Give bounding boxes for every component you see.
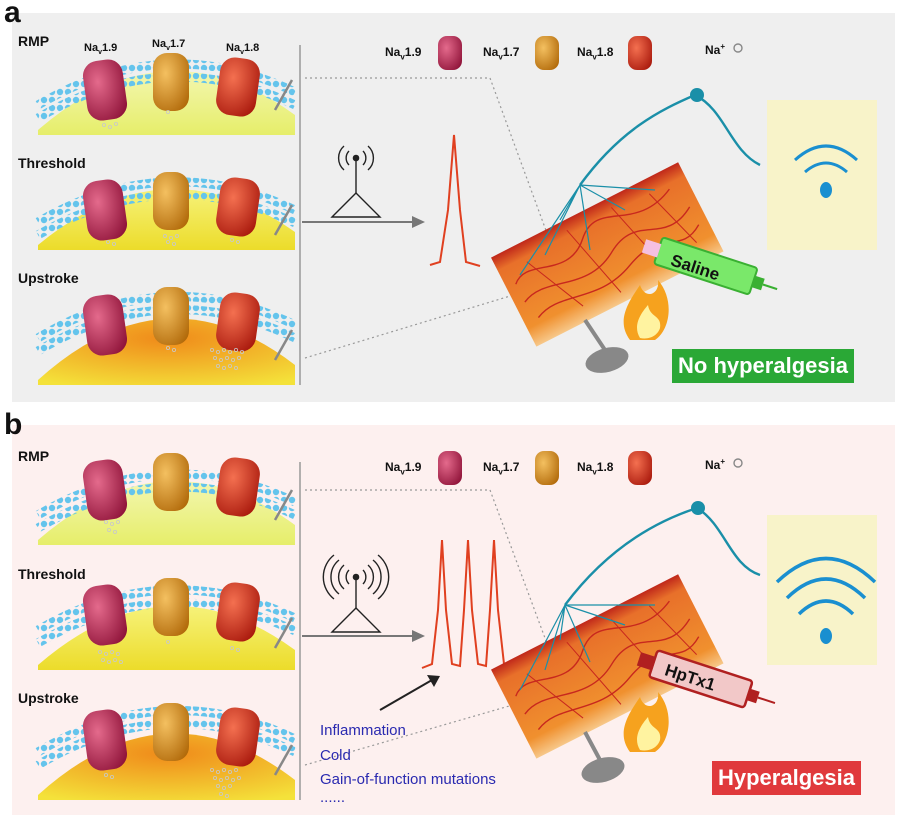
panel-b-legend-shapes	[438, 451, 743, 485]
panel-b-wifi-strong-icon	[775, 556, 877, 616]
panel-b-na-ions	[98, 520, 241, 799]
panel-b-action-potentials	[421, 539, 515, 669]
panel-b-wifi-dot	[820, 628, 832, 644]
panel-b-cause-mutations: Gain-of-function mutations	[320, 771, 496, 788]
panel-b-neuron-soma	[691, 501, 705, 515]
panel-b-legend-nav18: Nav1.8	[577, 460, 614, 477]
panel-b-cause-arrowhead	[427, 675, 440, 687]
panel-a-legend-nav19: Nav1.9	[385, 45, 422, 62]
panel-a-row-upstroke: Upstroke	[18, 270, 79, 286]
panel-b-row-upstroke: Upstroke	[18, 690, 79, 706]
panel-b-outcome-badge: Hyperalgesia	[712, 761, 861, 795]
panel-a-neuron-soma	[690, 88, 704, 102]
panel-a-zoom-lines	[304, 77, 556, 359]
panel-a-channel-label-nav18: Nav1.8	[226, 42, 260, 57]
panel-b-legend-nav19: Nav1.9	[385, 460, 422, 477]
panel-a-legend-nav18: Nav1.8	[577, 45, 614, 62]
panel-b-cause-cold: Cold	[320, 747, 351, 764]
panel-a-saline-syringe-icon	[641, 236, 778, 295]
panel-b-cause-arrow	[379, 679, 433, 711]
panel-a-channels	[82, 53, 260, 356]
panel-b-zoom-lines	[304, 489, 556, 766]
panel-b-hptx1-syringe-icon	[636, 649, 776, 709]
panel-a-legend-shapes	[438, 36, 743, 70]
panel-b-letter: b	[4, 408, 23, 441]
panel-a-heat-flame-icon	[623, 280, 669, 340]
panel-a-channel-label-nav19: Nav1.9	[84, 42, 118, 57]
panel-b-electrodes	[273, 489, 294, 776]
panel-b-signal-antenna-icon	[322, 554, 390, 633]
panel-a-outcome-badge: No hyperalgesia	[672, 349, 854, 383]
panel-a-row-threshold: Threshold	[18, 155, 86, 171]
panel-a-wifi-dot	[820, 182, 832, 198]
panel-a-electrodes	[273, 79, 294, 361]
panel-b-row-rmp: RMP	[18, 448, 50, 464]
panel-b-cause-inflammation: Inflammation	[320, 722, 406, 739]
panel-a-heat-probe	[583, 318, 629, 373]
panel-a-row-rmp: RMP	[18, 33, 50, 49]
panel-a-brain-signal-box	[767, 100, 877, 250]
panel-a-legend-nav17: Nav1.7	[483, 45, 520, 62]
panel-b-brain-signal-box	[767, 515, 877, 665]
panel-a-wifi-weak-icon	[793, 144, 859, 174]
panel-b-heat-flame-icon	[623, 692, 669, 752]
panel-a-signal-antenna-icon	[330, 145, 382, 218]
panel-b-legend-nav17: Nav1.7	[483, 460, 520, 477]
panel-a-na-ions	[102, 110, 244, 370]
panel-b-legend-na-ion: Na+	[705, 457, 726, 472]
panel-b-row-threshold: Threshold	[18, 566, 86, 582]
panel-a-channel-label-nav17: Nav1.7	[152, 38, 186, 53]
panel-a-letter: a	[4, 0, 21, 29]
panel-a-legend-na-ion: Na+	[705, 42, 726, 57]
panel-a-action-potential	[429, 134, 481, 267]
panel-a-skin-tissue	[491, 162, 724, 347]
panel-b-arrowhead	[412, 630, 425, 642]
panel-b-channels	[82, 453, 260, 771]
panel-b-heat-probe	[581, 731, 625, 783]
panel-b-skin-tissue	[491, 574, 724, 759]
panel-b-cause-ellipsis: ......	[320, 789, 346, 806]
panel-a-arrowhead	[412, 216, 425, 228]
